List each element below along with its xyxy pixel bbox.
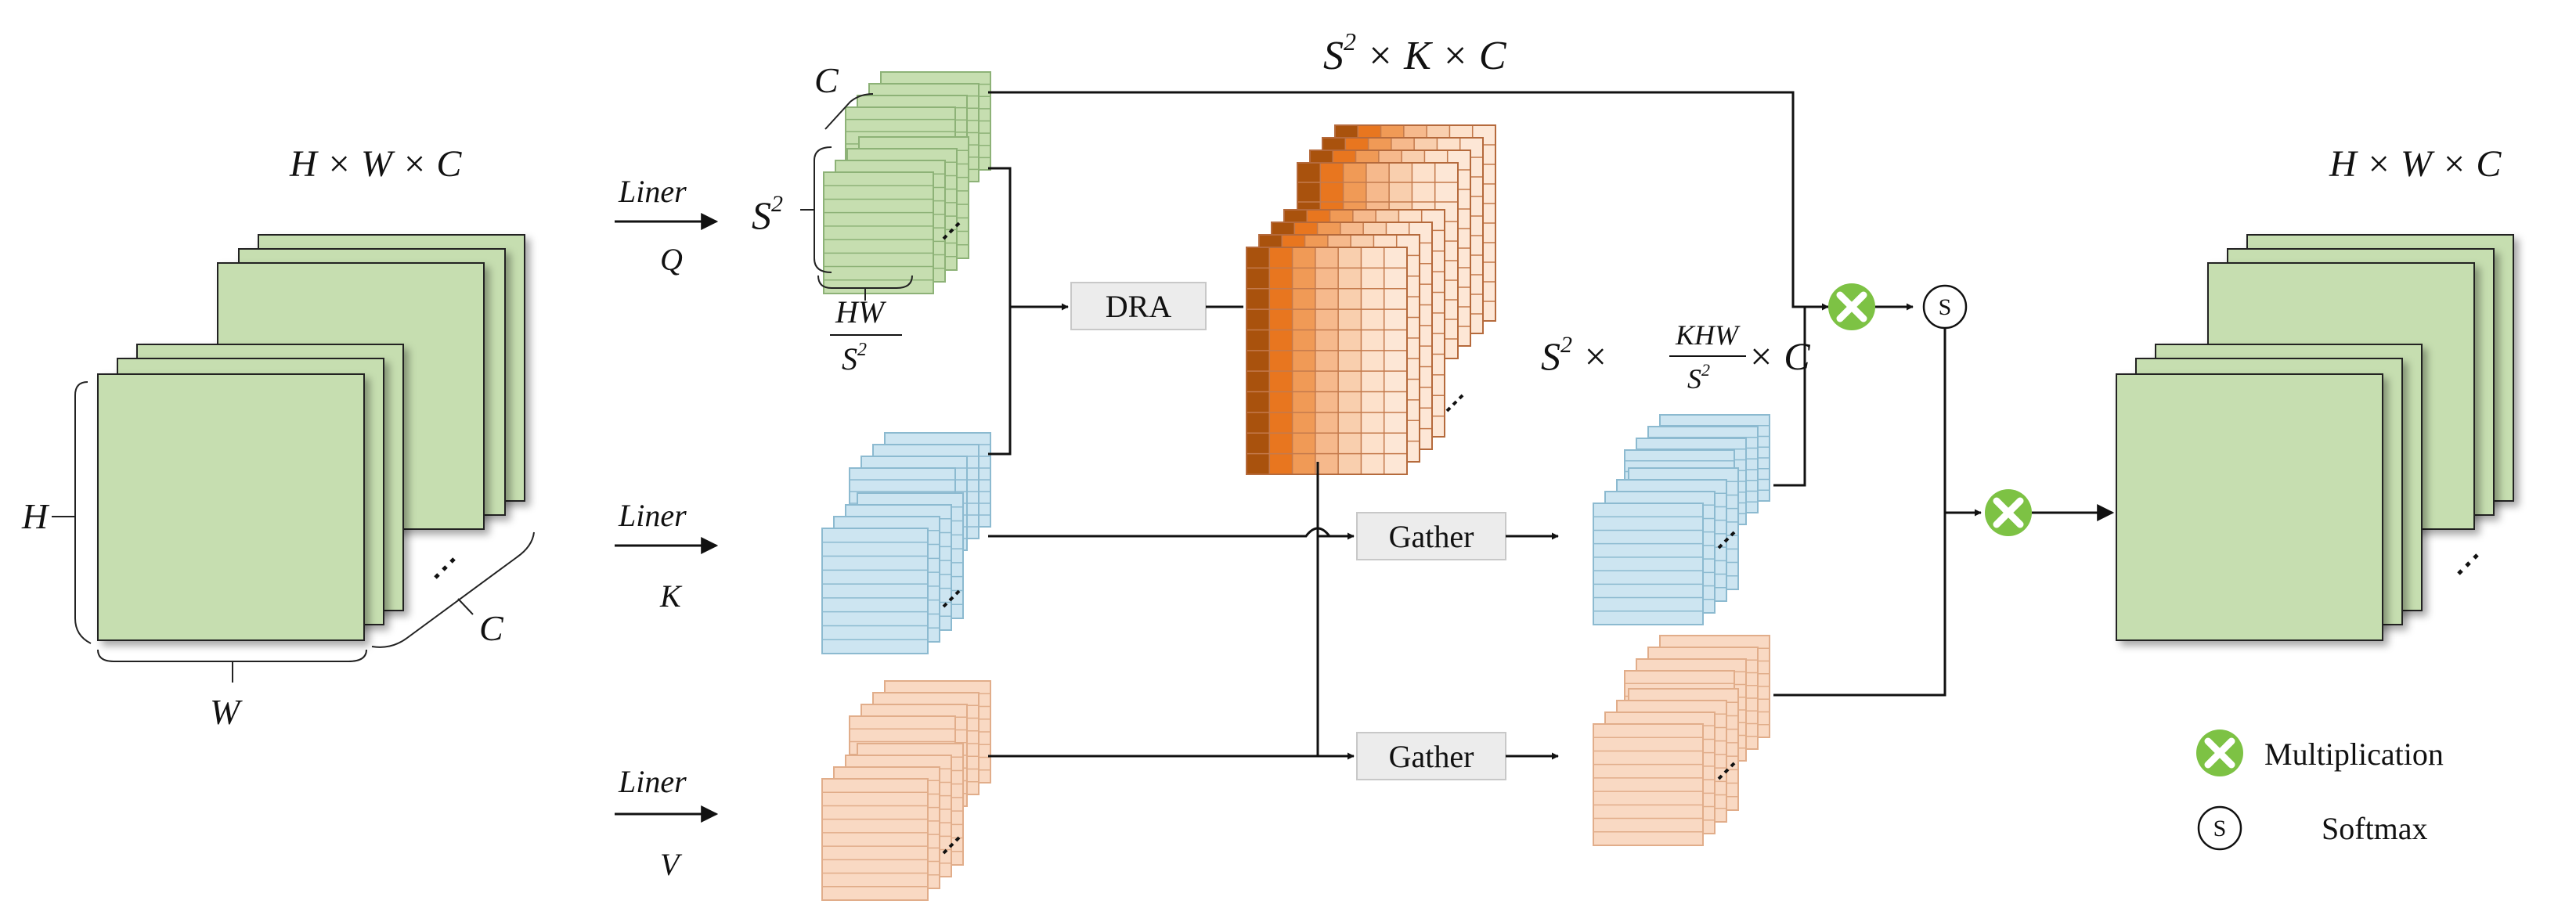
query-frac-den: S2 xyxy=(842,340,867,376)
gathered-dims-label: S2 × KHW S2 × C xyxy=(1541,319,1810,394)
svg-text:KHW: KHW xyxy=(1675,319,1741,351)
value-ellipsis-icon xyxy=(942,836,961,855)
legend-softmax-label: Softmax xyxy=(2322,811,2428,846)
projection-q: Liner Q xyxy=(615,174,719,277)
attention-sheet xyxy=(1246,247,1408,475)
svg-text:S2: S2 xyxy=(1687,360,1710,394)
legend-multiplication-icon xyxy=(2196,729,2243,776)
input-feature-map: H W C H × W × C xyxy=(21,143,535,732)
output-ellipsis-icon xyxy=(2457,553,2479,575)
svg-text:S: S xyxy=(1939,294,1952,320)
projection-k-symbol: K xyxy=(659,578,683,614)
channel-label: C xyxy=(479,608,504,648)
query-tensor: C S2 HW S2 xyxy=(752,60,991,376)
legend-softmax-icon: S xyxy=(2197,805,2242,851)
projection-q-label: Liner xyxy=(618,174,687,209)
gathered-key-ellipsis-icon xyxy=(1717,531,1736,549)
width-label: W xyxy=(210,692,243,732)
projection-k-label: Liner xyxy=(618,498,687,533)
svg-text:Gather: Gather xyxy=(1389,739,1474,774)
top-dims-label: S2 × K × C xyxy=(1323,27,1507,78)
multiply-operator-2 xyxy=(1985,489,2032,536)
output-dims: H × W × C xyxy=(2329,143,2502,185)
input-stack-front xyxy=(97,344,404,641)
key-ellipsis-icon xyxy=(942,589,961,608)
svg-text:Gather: Gather xyxy=(1389,519,1474,554)
query-width-brace xyxy=(817,275,913,289)
gathered-value-tensor xyxy=(1593,635,1770,846)
value-tensor xyxy=(821,680,991,901)
svg-text:S2 ×: S2 × xyxy=(1541,332,1608,378)
key-sheet xyxy=(821,528,929,654)
query-channel-label: C xyxy=(814,60,839,100)
svg-text:S: S xyxy=(2213,816,2227,841)
query-sheet xyxy=(823,171,934,294)
query-ellipsis-icon xyxy=(942,222,961,240)
gather-k-block: Gather xyxy=(1356,512,1506,560)
width-brace xyxy=(97,649,367,662)
softmax-operator: S xyxy=(1922,284,1968,330)
ellipsis-icon xyxy=(434,557,456,579)
gather-v-block: Gather xyxy=(1356,732,1506,780)
gathered-value-sheet xyxy=(1593,723,1704,846)
gathered-key-sheet xyxy=(1593,503,1704,625)
input-dims: H × W × C xyxy=(289,143,462,185)
query-rows-label: S2 xyxy=(752,191,783,237)
connectors xyxy=(988,91,2115,760)
projection-v-label: Liner xyxy=(618,764,687,799)
dra-block: DRA xyxy=(1070,282,1207,330)
gathered-value-ellipsis-icon xyxy=(1717,762,1736,780)
projection-q-symbol: Q xyxy=(660,242,683,277)
multiply-operator-1 xyxy=(1828,283,1875,330)
attention-ellipsis-icon xyxy=(1445,394,1464,412)
svg-text:× C: × C xyxy=(1748,334,1810,378)
height-label: H xyxy=(21,496,50,536)
channel-brace xyxy=(371,531,535,648)
output-feature-map: H × W × C xyxy=(2116,143,2514,641)
routing-attention-map xyxy=(1246,124,1496,475)
legend: Multiplication S Softmax xyxy=(2196,729,2444,851)
query-frac-num: HW xyxy=(835,294,887,330)
gathered-key-tensor xyxy=(1593,414,1770,625)
legend-multiplication-label: Multiplication xyxy=(2264,737,2444,772)
query-channel-brace xyxy=(824,93,874,130)
projection-v-symbol: V xyxy=(660,847,683,882)
svg-text:DRA: DRA xyxy=(1106,289,1172,324)
value-sheet xyxy=(821,778,929,901)
key-tensor xyxy=(821,432,991,654)
height-brace xyxy=(74,381,92,644)
projection-v: Liner V xyxy=(615,764,719,882)
projection-k: Liner K xyxy=(615,498,719,614)
